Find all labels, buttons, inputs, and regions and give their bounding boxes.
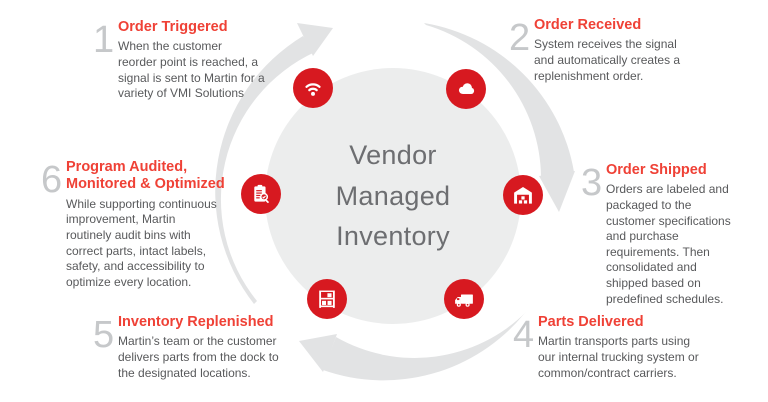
wifi-icon [293, 68, 333, 108]
arrow-arc-left [215, 36, 315, 304]
arrow-arc-right [424, 23, 574, 177]
step-3: 3 Order Shipped Orders are labeled and p… [581, 162, 764, 307]
arrow-head-right [539, 171, 575, 212]
step-4: 4 Parts Delivered Martin transports part… [513, 314, 743, 381]
step-5: 5 Inventory Replenished Martin’s team or… [93, 314, 326, 381]
step-6-number: 6 [41, 159, 63, 201]
step-6: 6 Program Audited, Monitored & Optimized… [41, 159, 246, 290]
warehouse-icon [503, 175, 543, 215]
step-4-title: Parts Delivered [538, 314, 644, 330]
step-2-title: Order Received [534, 17, 642, 33]
step-2-number: 2 [509, 17, 531, 59]
arrow-arc-bottom [323, 312, 526, 381]
step-4-number: 4 [513, 314, 535, 356]
arrow-head-top [297, 23, 333, 56]
center-title: Vendor Managed Inventory [335, 140, 451, 252]
arrow-head-bottom [299, 334, 337, 372]
center-circle: Vendor Managed Inventory [265, 68, 521, 324]
step-5-description: Martin’s team or the customer delivers p… [118, 334, 279, 380]
step-1-title: Order Triggered [118, 19, 228, 35]
step-5-number: 5 [93, 314, 115, 356]
step-3-title: Order Shipped [606, 162, 707, 178]
step-1: 1 Order Triggered When the customer reor… [93, 19, 290, 102]
step-3-description: Orders are labeled and packaged to the c… [606, 182, 731, 306]
step-5-title: Inventory Replenished [118, 314, 274, 330]
cloud-icon [446, 69, 486, 109]
step-3-number: 3 [581, 162, 603, 204]
step-2-description: System receives the signal and automatic… [534, 37, 681, 83]
step-6-description: While supporting continuous improvement,… [66, 196, 217, 289]
step-1-description: When the customer reorder point is reach… [118, 39, 265, 101]
step-6-title: Program Audited, Monitored & Optimized [66, 159, 225, 193]
clipboard-audit-icon [241, 174, 281, 214]
truck-icon [444, 279, 484, 319]
step-2: 2 Order Received System receives the sig… [509, 17, 714, 84]
shelf-rack-icon [307, 279, 347, 319]
step-4-description: Martin transports parts using our intern… [538, 334, 699, 380]
step-1-number: 1 [93, 19, 115, 61]
